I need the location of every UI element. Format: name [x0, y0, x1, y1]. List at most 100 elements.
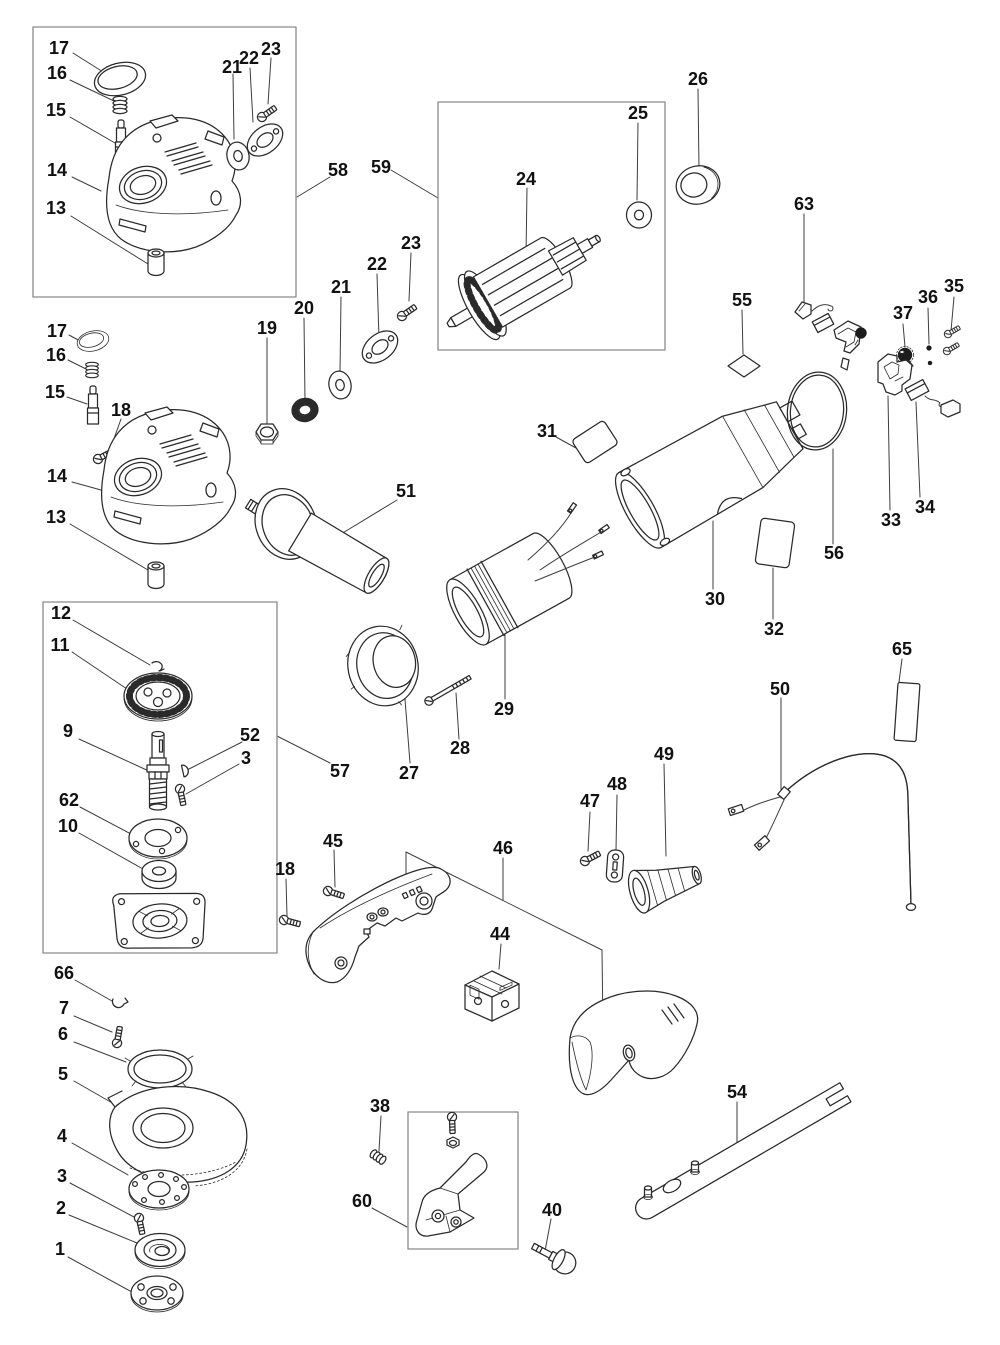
part-13-sleeve-a — [147, 248, 165, 277]
callout-49: 49 — [654, 744, 674, 764]
part-38-spring — [369, 1149, 387, 1165]
part-63-brush-holder-assembly — [794, 301, 867, 371]
callout-28: 28 — [450, 738, 470, 758]
part-10-bearing — [141, 859, 177, 890]
wrench-pin — [643, 1185, 653, 1200]
callout-55: 55 — [732, 290, 752, 310]
part-31-label-sticker — [572, 420, 618, 464]
part-20-clamp-washer — [291, 397, 319, 423]
callout-26: 26 — [688, 69, 708, 89]
callout-56: 56 — [824, 543, 844, 563]
callout-3-b: 3 — [57, 1166, 67, 1186]
part-18-screw-c — [277, 913, 302, 930]
part-44-switch — [464, 970, 520, 1022]
callout-59: 59 — [371, 157, 391, 177]
callout-27: 27 — [399, 763, 419, 783]
callout-20: 20 — [294, 298, 314, 318]
callout-23-b: 23 — [401, 233, 421, 253]
part-55-label-sticker — [727, 354, 761, 378]
callout-23-a: 23 — [261, 39, 281, 59]
part-25-washer — [625, 201, 653, 229]
callout-3-a: 3 — [241, 748, 251, 768]
part-50-power-cord — [727, 752, 917, 912]
part-54-pin-wrench — [635, 1082, 852, 1220]
callout-38: 38 — [370, 1096, 390, 1116]
part-3-screw-spindle — [173, 782, 189, 807]
part-lever-screw — [446, 1111, 458, 1135]
part-6-ring-band — [124, 1049, 194, 1089]
part-45-screw — [321, 884, 346, 902]
callout-9: 9 — [63, 721, 73, 741]
part-13-sleeve-b — [147, 561, 165, 590]
callout-18-b: 18 — [111, 400, 131, 420]
part-27-baffle-ring — [345, 624, 419, 707]
part-22-bearing-flange-b — [355, 323, 405, 371]
part-33-brush-holder — [877, 353, 913, 396]
callout-7: 7 — [59, 998, 69, 1018]
part-23-screw-a — [254, 103, 279, 125]
part-19-nut — [255, 423, 279, 445]
callout-labels: 17 16 15 14 13 21 22 23 58 59 24 25 26 6… — [45, 38, 964, 1259]
callout-15-b: 15 — [45, 382, 65, 402]
part-lever-nut — [446, 1136, 460, 1149]
callout-44: 44 — [490, 924, 510, 944]
part-24-armature — [446, 234, 601, 341]
part-35-screws — [941, 323, 962, 357]
callout-18-c: 18 — [275, 859, 295, 879]
callout-34: 34 — [915, 497, 935, 517]
part-15-pin-b — [86, 385, 100, 425]
callout-25: 25 — [628, 103, 648, 123]
callout-33: 33 — [881, 510, 901, 530]
callout-58: 58 — [328, 160, 348, 180]
callout-63: 63 — [794, 194, 814, 214]
callout-48: 48 — [607, 774, 627, 794]
callout-54: 54 — [727, 1082, 747, 1102]
part-21-washer-b — [325, 368, 355, 402]
part-66-clip — [111, 997, 129, 1009]
callout-13-a: 13 — [46, 198, 66, 218]
part-47-screw — [578, 848, 603, 868]
part-34-carbon-brush — [904, 378, 961, 418]
part-49-cord-guard — [627, 865, 702, 914]
part-14-gear-housing-b — [100, 406, 237, 545]
callout-51: 51 — [396, 481, 416, 501]
callout-62: 62 — [59, 790, 79, 810]
part-17-grease-cap-b — [74, 327, 112, 355]
callout-13-b: 13 — [46, 507, 66, 527]
part-48-cord-clamp — [605, 849, 625, 883]
part-36-pins — [926, 345, 933, 366]
part-14-gear-housing-a — [105, 114, 242, 253]
callout-14-b: 14 — [47, 466, 67, 486]
part-29-field-stator — [446, 502, 610, 646]
callout-15-a: 15 — [46, 100, 66, 120]
callout-16-a: 16 — [47, 63, 67, 83]
callout-24: 24 — [516, 169, 536, 189]
leader-lines — [66, 52, 955, 1298]
callout-29: 29 — [494, 699, 514, 719]
callout-1: 1 — [55, 1239, 65, 1259]
part-46-handle-cover — [305, 866, 451, 984]
part-40-lock-screw — [530, 1242, 577, 1275]
part-5-wheel-guard — [107, 1085, 248, 1187]
part-4-cover-plate — [128, 1169, 190, 1211]
part-12-ring-clip — [151, 661, 165, 672]
callout-21-b: 21 — [331, 277, 351, 297]
callout-19: 19 — [257, 318, 277, 338]
callout-31: 31 — [537, 421, 557, 441]
callout-45: 45 — [323, 831, 343, 851]
part-bearing-box-housing — [112, 892, 206, 949]
assembly-box-59 — [437, 101, 666, 351]
callout-47: 47 — [580, 791, 600, 811]
part-32-label-sticker — [754, 517, 796, 569]
part-2-inner-flange — [134, 1232, 186, 1269]
part-62-plate — [128, 818, 188, 860]
callout-57: 57 — [330, 761, 350, 781]
part-28-screw — [424, 674, 472, 706]
part-lock-lever — [415, 1152, 488, 1237]
callout-52: 52 — [240, 725, 260, 745]
callout-21-a: 21 — [222, 57, 242, 77]
callout-66: 66 — [54, 963, 74, 983]
assembly-box-58 — [32, 26, 297, 298]
